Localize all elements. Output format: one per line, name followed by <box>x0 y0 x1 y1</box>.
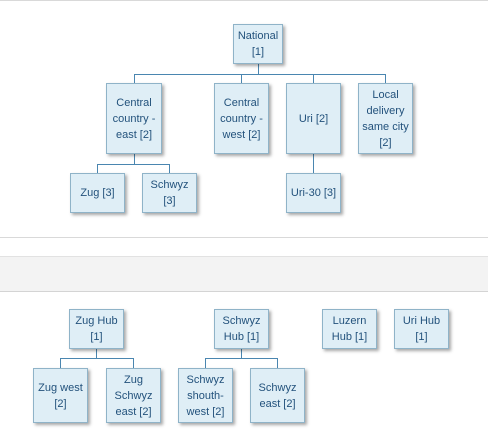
connector <box>60 358 133 359</box>
node-label: Schwyz east [2] <box>258 381 297 410</box>
connector <box>60 358 61 368</box>
node-label: Zug Hub [1] <box>75 315 118 343</box>
node-label: Luzern Hub [1] <box>331 315 368 343</box>
node-schwyz-shouth-west[interactable]: Schwyz shouth-west [2] <box>178 368 233 423</box>
node-uri-hub[interactable]: Uri Hub [1] <box>394 309 449 349</box>
connector <box>313 74 314 83</box>
node-label: Zug Schwyz east [2] <box>114 373 153 418</box>
section-divider <box>0 256 488 292</box>
connector <box>241 349 242 358</box>
node-uri[interactable]: Uri [2] <box>286 83 341 154</box>
connector <box>97 164 169 165</box>
connector <box>97 164 98 173</box>
connector <box>277 358 278 368</box>
node-label: Central country - east [2] <box>112 96 156 141</box>
connector <box>385 74 386 83</box>
node-label: Schwyz shouth-west [2] <box>186 373 225 418</box>
node-schwyz[interactable]: Schwyz [3] <box>142 173 197 213</box>
connector <box>96 349 97 358</box>
node-label: Uri [2] <box>298 112 329 125</box>
node-luzern-hub[interactable]: Luzern Hub [1] <box>322 309 377 349</box>
connector <box>134 74 385 75</box>
node-zug-hub[interactable]: Zug Hub [1] <box>69 309 124 349</box>
node-uri-30[interactable]: Uri-30 [3] <box>286 173 341 213</box>
connector <box>134 74 135 83</box>
connector <box>205 358 206 368</box>
connector <box>241 74 242 83</box>
node-label: Schwyz Hub [1] <box>222 315 261 343</box>
node-zug-schwyz-east[interactable]: Zug Schwyz east [2] <box>106 368 161 423</box>
node-label: Schwyz [3] <box>150 179 189 207</box>
node-label: Zug [3] <box>80 187 115 199</box>
node-local-delivery[interactable]: Local delivery same city [2] <box>358 83 413 154</box>
node-label: Zug west [2] <box>38 381 83 410</box>
connector <box>313 154 314 173</box>
node-central-country-west[interactable]: Central country - west [2] <box>214 83 269 154</box>
node-central-country-east[interactable]: Central country - east [2] <box>106 83 162 154</box>
node-label: Central country - west [2] <box>220 96 263 141</box>
node-label: Uri-30 [3] <box>290 187 337 199</box>
node-schwyz-hub[interactable]: Schwyz Hub [1] <box>214 309 269 349</box>
node-zug-west[interactable]: Zug west [2] <box>33 368 88 423</box>
connector <box>205 358 277 359</box>
node-national[interactable]: National [1] <box>233 24 283 64</box>
node-label: Local delivery same city [2] <box>362 88 409 149</box>
node-zug[interactable]: Zug [3] <box>70 173 125 213</box>
node-label: National [1] <box>237 30 279 58</box>
connector <box>133 358 134 368</box>
node-label: Uri Hub [1] <box>402 315 441 343</box>
connector <box>169 164 170 173</box>
connector <box>258 64 259 74</box>
node-schwyz-east[interactable]: Schwyz east [2] <box>250 368 305 423</box>
connector <box>134 154 135 164</box>
